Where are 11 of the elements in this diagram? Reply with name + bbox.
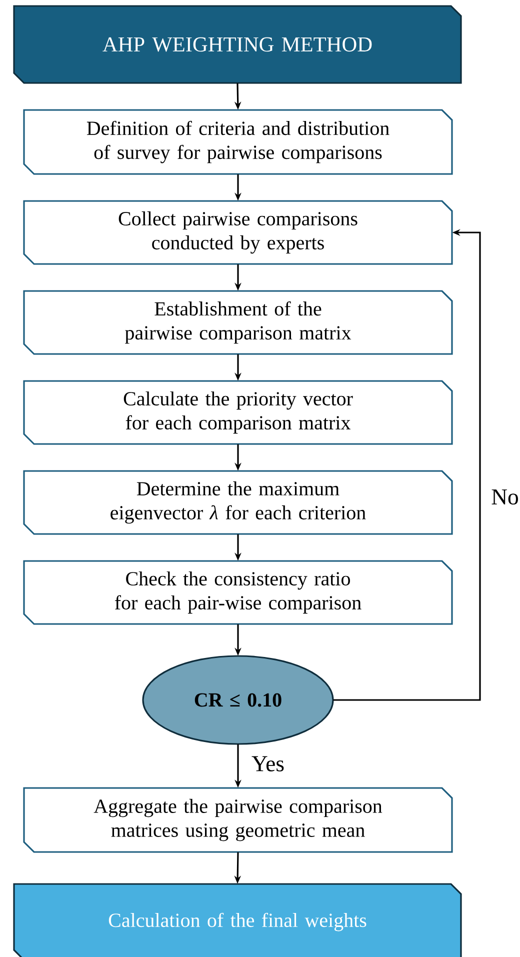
process-box: Establishment of the pairwise comparison matrix xyxy=(23,290,453,355)
process-box: Aggregate the pairwise comparison matrices using geometric mean xyxy=(23,787,453,853)
result-box: Calculation of the final weights xyxy=(13,883,462,957)
process-box: Calculate the priority vector for each comparison matrix xyxy=(23,380,453,445)
process-box: Collect pairwise comparisons conducted by experts xyxy=(23,200,453,265)
edge-label: No xyxy=(490,488,520,506)
title-box: AHP WEIGHTING METHOD xyxy=(13,5,462,84)
process-box: Definition of criteria and distribution of survey for pairwise comparisons xyxy=(23,109,453,175)
edge-label: Yes xyxy=(250,754,286,773)
process-box: Determine the maximum eigenvector λ for each criterion xyxy=(23,470,453,535)
process-box: Check the consistency ratio for each pair-wise comparison xyxy=(23,560,453,625)
